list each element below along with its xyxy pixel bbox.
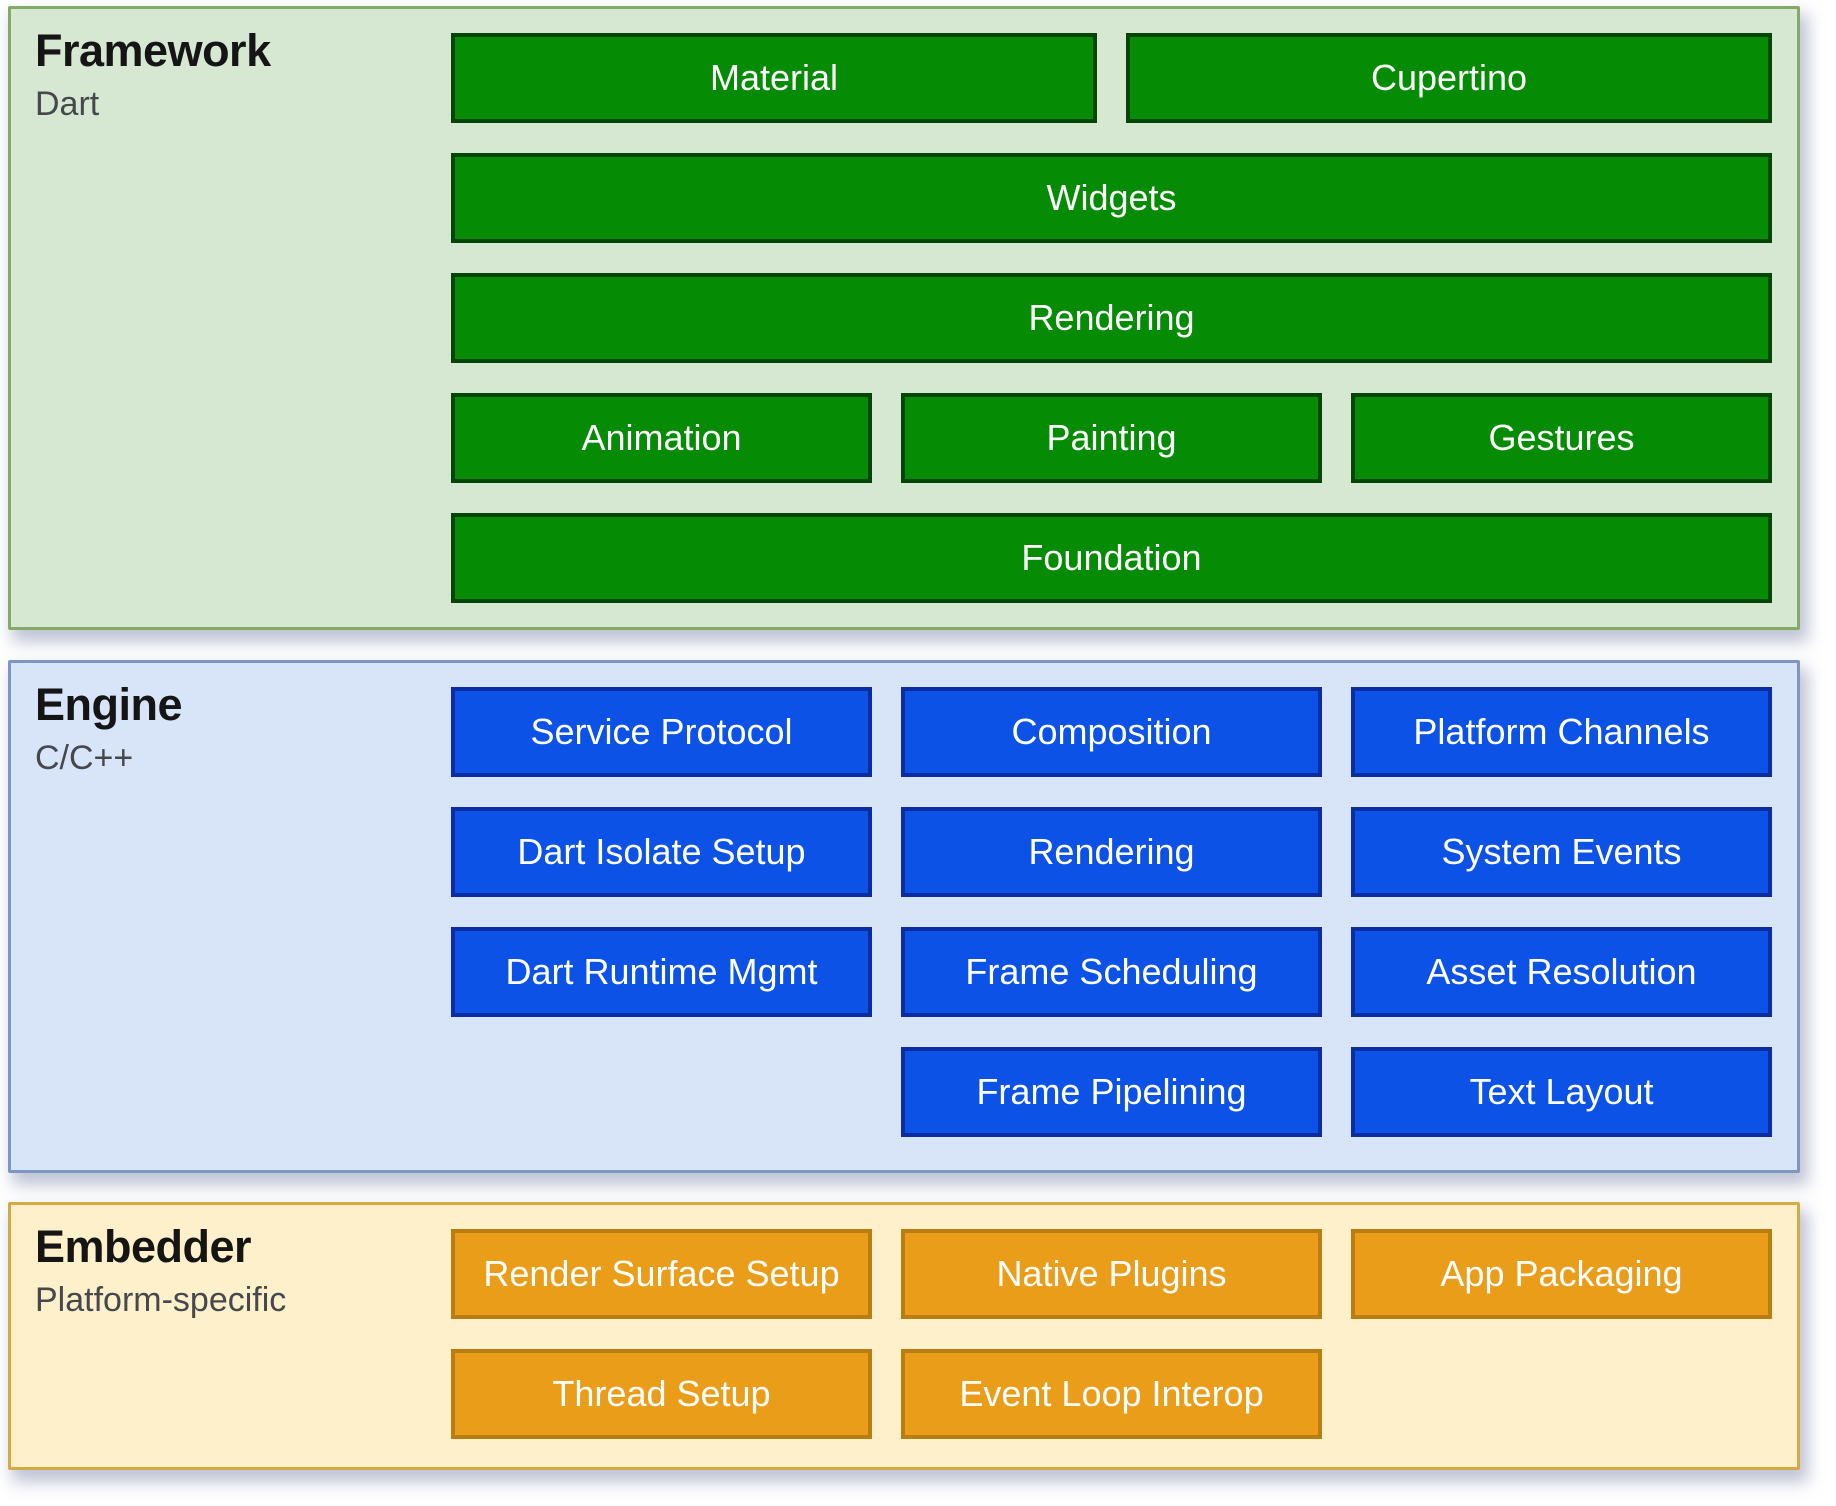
box-material: Material [451, 33, 1097, 123]
box-render-surface-setup: Render Surface Setup [451, 1229, 872, 1319]
layer-engine-boxes: Service Protocol Composition Platform Chan… [451, 687, 1772, 1137]
layer-engine-title: Engine [35, 679, 183, 730]
box-frame-pipelining: Frame Pipelining [901, 1047, 1322, 1137]
box-dart-isolate-setup: Dart Isolate Setup [451, 807, 872, 897]
layer-embedder: Embedder Platform-specific Render Surfac… [8, 1202, 1800, 1470]
box-gestures: Gestures [1351, 393, 1772, 483]
box-app-packaging: App Packaging [1351, 1229, 1772, 1319]
layer-embedder-title: Embedder [35, 1221, 252, 1272]
box-painting: Painting [901, 393, 1322, 483]
layer-framework-title: Framework [35, 25, 271, 76]
layer-embedder-subtitle: Platform-specific [35, 1280, 287, 1319]
box-frame-scheduling: Frame Scheduling [901, 927, 1322, 1017]
box-thread-setup: Thread Setup [451, 1349, 872, 1439]
box-asset-resolution: Asset Resolution [1351, 927, 1772, 1017]
box-system-events: System Events [1351, 807, 1772, 897]
box-widgets: Widgets [451, 153, 1772, 243]
box-event-loop-interop: Event Loop Interop [901, 1349, 1322, 1439]
layer-embedder-heading: Embedder Platform-specific [35, 1221, 286, 1320]
layer-engine-subtitle: C/C++ [35, 738, 134, 777]
box-platform-channels: Platform Channels [1351, 687, 1772, 777]
box-native-plugins: Native Plugins [901, 1229, 1322, 1319]
box-rendering: Rendering [901, 807, 1322, 897]
box-rendering: Rendering [451, 273, 1772, 363]
layer-framework-heading: Framework Dart [35, 25, 271, 124]
box-dart-runtime-mgmt: Dart Runtime Mgmt [451, 927, 872, 1017]
box-cupertino: Cupertino [1126, 33, 1772, 123]
layer-framework-subtitle: Dart [35, 84, 100, 123]
layer-embedder-boxes: Render Surface Setup Native Plugins App Pa… [451, 1229, 1772, 1439]
box-animation: Animation [451, 393, 872, 483]
layer-engine: Engine C/C++ Service Protocol Composition… [8, 660, 1800, 1173]
box-text-layout: Text Layout [1351, 1047, 1772, 1137]
layer-engine-heading: Engine C/C++ [35, 679, 183, 778]
box-composition: Composition [901, 687, 1322, 777]
box-foundation: Foundation [451, 513, 1772, 603]
box-service-protocol: Service Protocol [451, 687, 872, 777]
